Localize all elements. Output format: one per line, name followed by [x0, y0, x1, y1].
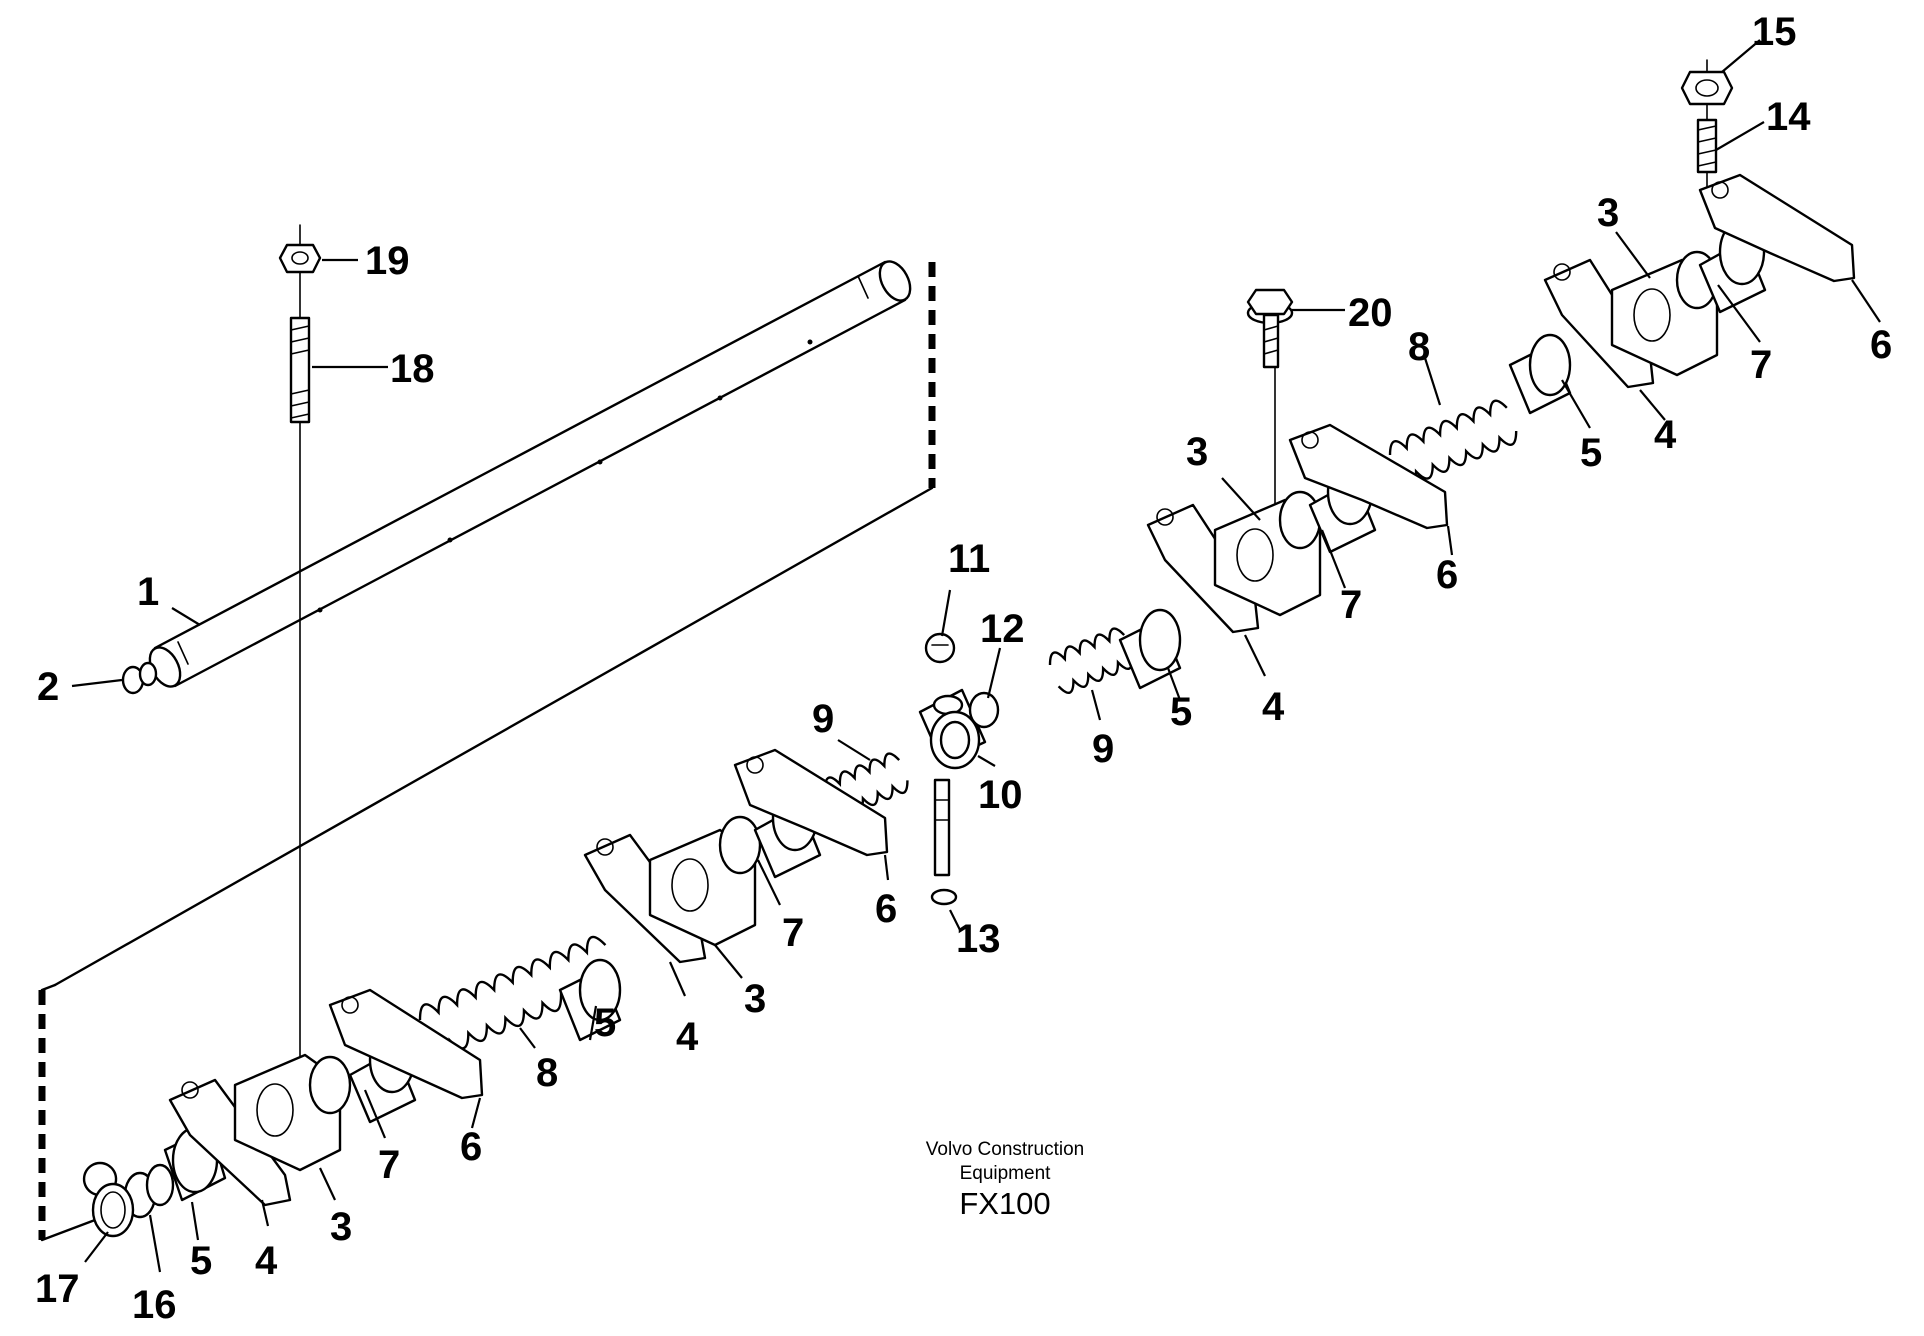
spring-long-right: [1388, 399, 1518, 487]
callout-7-b: 7: [1340, 583, 1362, 627]
shaft-plug: [121, 661, 158, 695]
callout-4-d: 4: [255, 1239, 278, 1283]
callout-9-b: 9: [1092, 727, 1114, 771]
stud-and-nut-right: [1680, 59, 1734, 196]
figure-caption: Volvo Construction Equipment FX100: [860, 1138, 1150, 1222]
callout-7-d: 7: [378, 1143, 400, 1187]
callout-3-d: 3: [330, 1205, 352, 1249]
callout-3-b: 3: [1186, 430, 1208, 474]
bolt: [1246, 288, 1294, 521]
rocker-shaft: [148, 260, 912, 688]
spring-short-right: [1048, 627, 1134, 694]
stud-and-nut-left: [278, 224, 322, 1081]
station-d: [82, 988, 484, 1219]
callout-6-a: 6: [1870, 323, 1892, 367]
callout-16: 16: [132, 1283, 177, 1327]
callout-8-a: 8: [1408, 325, 1430, 369]
callout-4-a: 4: [1654, 413, 1677, 457]
oil-feed-fitting: [918, 632, 1000, 906]
phantom-outline: [38, 262, 936, 1242]
leader-lines: [71, 39, 1881, 1273]
callout-3-c: 3: [744, 977, 766, 1021]
caption-line-2: Equipment: [959, 1163, 1051, 1184]
callout-11: 11: [948, 537, 990, 581]
callout-4-c: 4: [676, 1015, 699, 1059]
callout-6-c: 6: [875, 887, 897, 931]
callout-13: 13: [956, 917, 1001, 961]
callout-6-d: 6: [460, 1125, 482, 1169]
callout-5-a: 5: [1580, 431, 1602, 475]
station-c: [558, 748, 889, 1042]
callout-20: 20: [1348, 291, 1393, 335]
station-a: [1508, 173, 1856, 415]
callout-labels: 1 2 19 18 15 14 3 6 7 4 5 8 20 3 6 7 4 5…: [35, 10, 1892, 1327]
callout-5-d: 5: [190, 1239, 212, 1283]
callout-19: 19: [365, 239, 410, 283]
callout-5-b: 5: [1170, 690, 1192, 734]
callout-6-b: 6: [1436, 553, 1458, 597]
callout-9-a: 9: [812, 697, 834, 741]
circlip-and-washer: [91, 1182, 135, 1238]
station-b: [1118, 423, 1449, 690]
callout-1: 1: [137, 570, 159, 614]
callout-18: 18: [390, 347, 435, 391]
callout-3-a: 3: [1597, 191, 1619, 235]
callout-8-b: 8: [536, 1051, 558, 1095]
callout-7-a: 7: [1750, 343, 1772, 387]
caption-line-1: Volvo Construction: [925, 1139, 1085, 1160]
callout-12: 12: [980, 607, 1025, 651]
callout-5-c: 5: [594, 1001, 616, 1045]
callout-4-b: 4: [1262, 685, 1285, 729]
callout-10: 10: [978, 773, 1023, 817]
figure-code: FX100: [959, 1186, 1051, 1221]
callout-7-c: 7: [782, 911, 804, 955]
callout-17: 17: [35, 1267, 80, 1311]
callout-2: 2: [37, 665, 59, 709]
callout-14: 14: [1766, 95, 1811, 139]
callout-15: 15: [1752, 10, 1797, 54]
